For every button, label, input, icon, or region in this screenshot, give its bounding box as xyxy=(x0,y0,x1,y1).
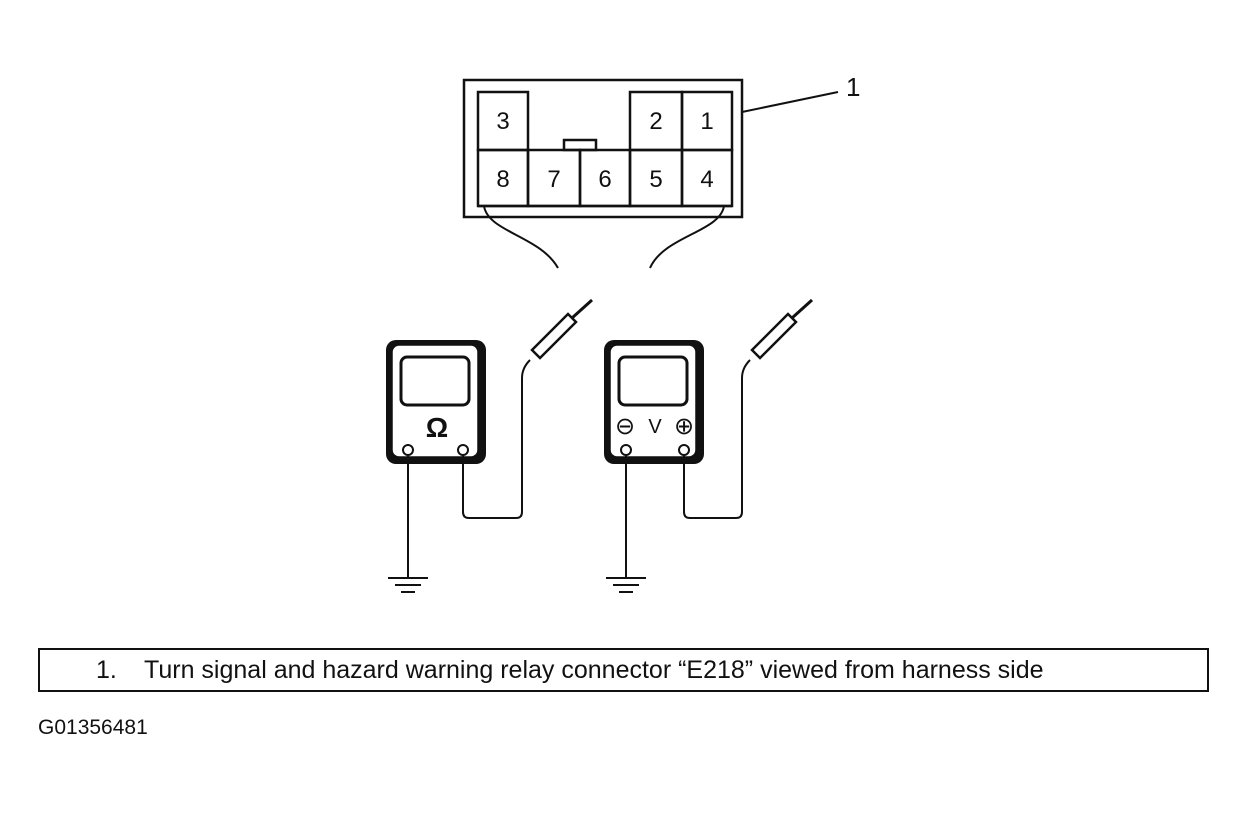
ohmmeter-probe xyxy=(530,298,594,360)
voltmeter-ground-symbol xyxy=(606,577,646,593)
voltmeter-probe xyxy=(750,298,814,360)
voltmeter-terminal-right xyxy=(678,444,690,456)
ohmmeter: Ω xyxy=(386,340,486,464)
pin-label-7: 7 xyxy=(547,166,560,193)
voltmeter-minus-symbol: ⊖ xyxy=(615,413,635,440)
voltmeter-probe-handle xyxy=(750,312,798,360)
connector-housing xyxy=(462,78,744,219)
pin-label-8: 8 xyxy=(496,166,509,193)
connector-e218 xyxy=(462,78,839,219)
ohmmeter-probe-handle xyxy=(530,312,578,360)
caption-box: 1. Turn signal and hazard warning relay … xyxy=(38,648,1209,692)
voltmeter-probe-lead xyxy=(683,359,751,519)
voltmeter-plus-symbol: ⊕ xyxy=(674,413,694,440)
ohmmeter-terminal-right xyxy=(457,444,469,456)
caption-number: 1. xyxy=(96,656,117,684)
pin-label-5: 5 xyxy=(649,166,662,193)
harness-wire-left xyxy=(483,205,559,269)
ohmmeter-display xyxy=(399,355,471,407)
pin-label-6: 6 xyxy=(598,166,611,193)
callout-label: 1 xyxy=(846,72,860,102)
pin-label-3: 3 xyxy=(496,108,509,135)
pin-label-2: 2 xyxy=(649,108,662,135)
harness-wire-right xyxy=(649,205,725,269)
callout-leader xyxy=(741,91,839,113)
ohmmeter-ground-symbol xyxy=(388,577,428,593)
ohmmeter-probe-tip xyxy=(570,298,594,320)
pin-label-4: 4 xyxy=(700,166,713,193)
voltmeter-terminal-left xyxy=(620,444,632,456)
ohmmeter-terminal-left xyxy=(402,444,414,456)
pin-label-1: 1 xyxy=(700,108,713,135)
voltmeter-symbol: V xyxy=(648,416,662,438)
connector-lock-tab xyxy=(562,138,598,152)
voltmeter-display xyxy=(617,355,689,407)
pin-cell-4 xyxy=(680,148,734,208)
figure-id: G01356481 xyxy=(38,716,148,739)
ohmmeter-symbol: Ω xyxy=(426,412,448,443)
ohmmeter-probe-lead xyxy=(462,359,531,519)
voltmeter-probe-tip xyxy=(790,298,814,320)
caption-text: Turn signal and hazard warning relay con… xyxy=(144,656,1044,684)
voltmeter: ⊖ V ⊕ xyxy=(604,340,704,464)
